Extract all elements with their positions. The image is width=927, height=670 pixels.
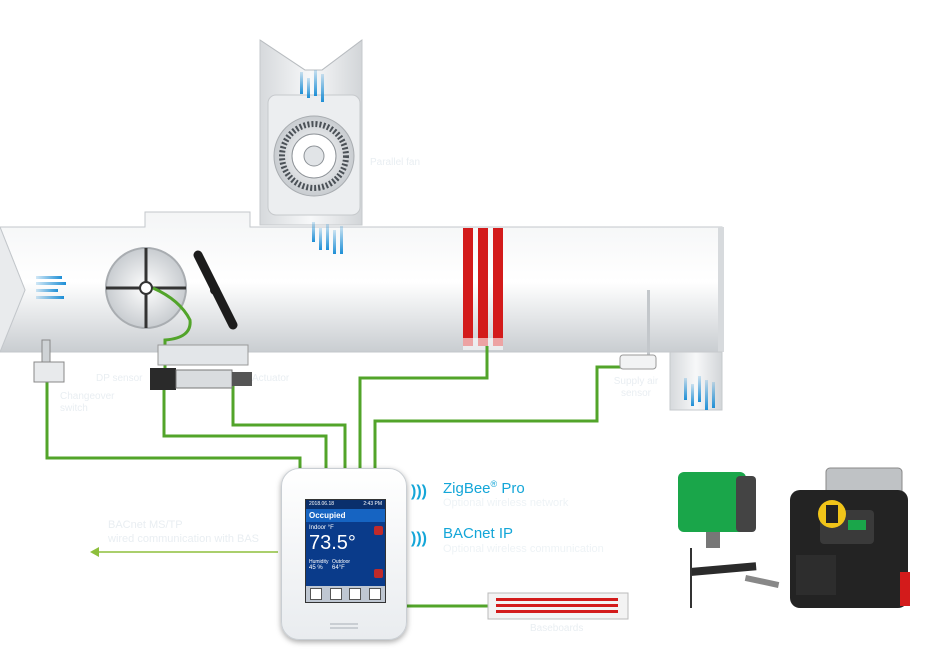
setpoint-up-button[interactable] [374, 526, 383, 535]
baseboard-heater [487, 592, 629, 620]
bacnet-name: BACnet [443, 525, 495, 542]
setpoint-buttons[interactable] [374, 526, 383, 578]
main-duct [0, 211, 724, 411]
humidity-label: Humidity [309, 559, 329, 565]
flow-sensor-icon [105, 247, 187, 329]
label-baseboards: Baseboards [530, 623, 584, 634]
airflow-outlet [684, 376, 715, 410]
damper-icon [193, 250, 238, 330]
status-bar: 2018.06.18 2:43 PM [306, 500, 385, 509]
room-controller[interactable]: 2018.06.18 2:43 PM Occupied Indoor °F 73… [281, 468, 407, 640]
label-supply-air-sensor: Supply air sensor [613, 376, 659, 399]
control-wires [45, 286, 640, 608]
screen-button-row [306, 586, 385, 602]
comm-description-label: wired communication with BAS [108, 533, 260, 545]
duct-heater [463, 228, 503, 350]
screen-main: Indoor °F 73.5° Humidity 45 % Outdoor 64… [306, 522, 385, 602]
zigbee-name: ZigBee [443, 480, 491, 497]
occupancy-status: Occupied [306, 509, 385, 522]
changeover-switch [33, 339, 65, 383]
wireless-sensor-product [678, 472, 780, 608]
outdoor-value: 64°F [332, 565, 345, 571]
setpoint-down-button[interactable] [374, 569, 383, 578]
supply-air-sensor [619, 290, 657, 370]
actuator-device [150, 344, 252, 390]
airflow-inlet [36, 276, 66, 299]
humidity-value: 45 % [309, 565, 323, 571]
actuator-product [790, 467, 910, 608]
outdoor-label: Outdoor [332, 559, 351, 565]
zigbee-suffix: Pro [497, 480, 525, 497]
help-button[interactable] [369, 588, 382, 600]
controller-screen[interactable]: 2018.06.18 2:43 PM Occupied Indoor °F 73… [305, 499, 386, 603]
screen-date: 2018.06.18 [309, 501, 335, 507]
bacnet-title: BACnet IP [443, 525, 513, 542]
vent-slots [330, 623, 358, 629]
arrow-left-icon [90, 547, 278, 557]
wifi-icon: ))) [411, 530, 427, 547]
indoor-label: Indoor °F [309, 525, 334, 531]
wifi-icon: ))) [411, 483, 427, 500]
fan-button[interactable] [329, 588, 342, 600]
temperature-readout: 73.5° [309, 532, 356, 554]
zigbee-description: Optional wireless network [443, 497, 569, 509]
zigbee-title: ZigBee® Pro [443, 479, 525, 497]
bacnet-description: Optional wireless communication [443, 543, 604, 555]
mode-button[interactable] [309, 588, 322, 600]
screen-time: 2:43 PM [363, 501, 382, 507]
fan-icon [267, 94, 361, 216]
zigbee-mark: ® [490, 479, 498, 489]
bacnet-suffix: IP [494, 525, 514, 542]
label-actuator: Actuator [252, 373, 290, 384]
label-dp-sensor: DP sensor [96, 373, 143, 384]
label-changeover-switch: Changeover switch [60, 391, 115, 414]
comm-protocol-label: BACnet MS/TP [108, 519, 183, 531]
schedule-button[interactable] [349, 588, 362, 600]
airflow-fan-top [300, 70, 324, 102]
label-parallel-fan: Parallel fan [370, 157, 421, 168]
airflow-fan-bottom [312, 222, 343, 254]
